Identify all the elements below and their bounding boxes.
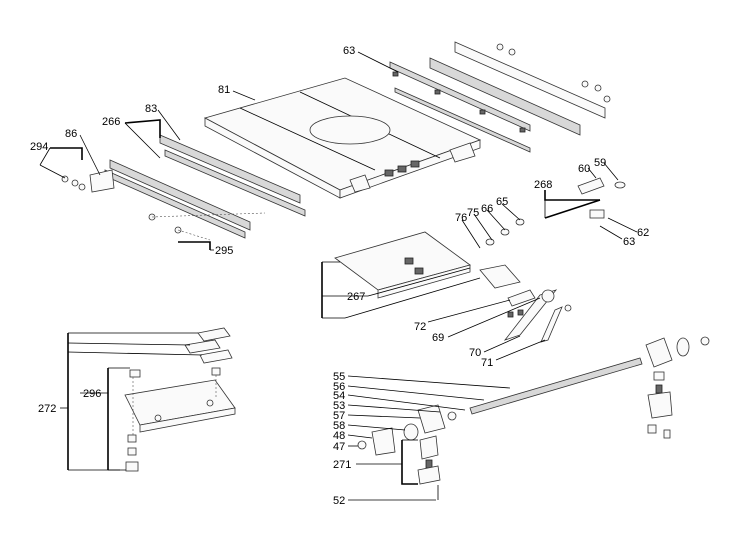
callout-267: 267 — [347, 291, 365, 303]
callout-labels: 63 81 83 266 86 294 295 60 59 268 65 66 … — [30, 45, 649, 507]
callout-48: 48 — [333, 430, 345, 442]
shaft-assembly-268 — [485, 177, 626, 246]
callout-294: 294 — [30, 141, 48, 153]
callout-63-top: 63 — [343, 45, 355, 57]
callout-58: 58 — [333, 420, 345, 432]
callout-69: 69 — [432, 332, 444, 344]
callout-296: 296 — [83, 388, 101, 400]
callout-83: 83 — [145, 103, 157, 115]
table-top-part — [203, 77, 482, 199]
callout-76: 76 — [455, 212, 467, 224]
callout-54: 54 — [333, 390, 345, 402]
callout-272: 272 — [38, 403, 56, 415]
callout-65: 65 — [496, 196, 508, 208]
callout-55: 55 — [333, 371, 345, 383]
leader-lines — [39, 51, 638, 501]
callout-71: 71 — [481, 357, 493, 369]
callout-63-right: 63 — [623, 236, 635, 248]
callout-47: 47 — [333, 441, 345, 453]
arm-assembly-69-70-71 — [503, 289, 572, 343]
rail-assembly-83 — [104, 134, 306, 239]
bracket-assembly-271 — [357, 404, 457, 500]
callout-75: 75 — [467, 207, 479, 219]
callout-56: 56 — [333, 381, 345, 393]
callout-295: 295 — [215, 245, 233, 257]
callout-60: 60 — [578, 163, 590, 175]
base-plate-assembly-272 — [124, 327, 236, 472]
callout-271: 271 — [333, 459, 351, 471]
callout-59: 59 — [594, 157, 606, 169]
callout-86: 86 — [65, 128, 77, 140]
callout-57: 57 — [333, 410, 345, 422]
callout-266: 266 — [102, 116, 120, 128]
callout-81: 81 — [218, 84, 230, 96]
callout-70: 70 — [469, 347, 481, 359]
carriage-assembly-267 — [334, 231, 536, 318]
left-end-parts — [61, 169, 266, 241]
callout-268: 268 — [534, 179, 552, 191]
callout-66: 66 — [481, 203, 493, 215]
long-shaft-55 — [469, 336, 710, 439]
top-right-rails — [389, 41, 611, 153]
callout-62: 62 — [637, 227, 649, 239]
callout-52: 52 — [333, 495, 345, 507]
callout-72: 72 — [414, 321, 426, 333]
callout-53: 53 — [333, 400, 345, 412]
